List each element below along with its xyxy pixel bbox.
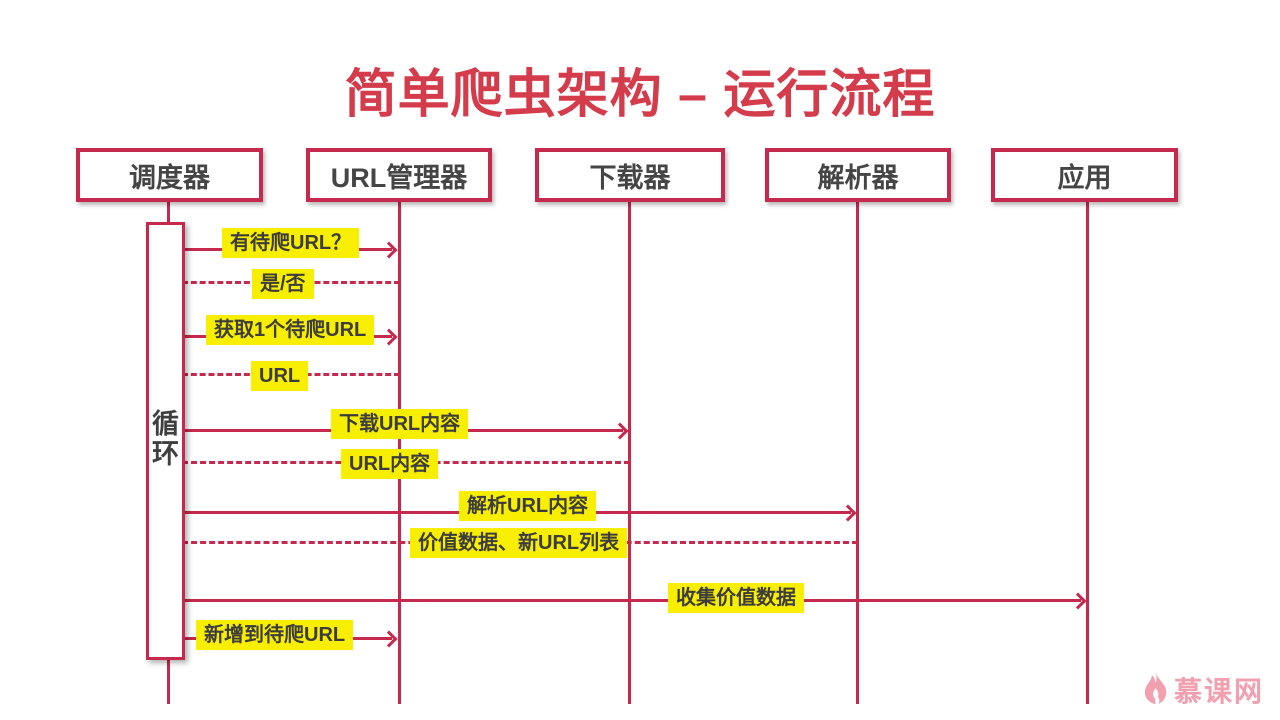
imooc-logo: 慕课网 bbox=[1142, 670, 1264, 710]
lifeline-downloader bbox=[628, 202, 631, 704]
logo-text: 慕课网 bbox=[1173, 676, 1264, 707]
arrowhead-icon-7 bbox=[839, 504, 857, 522]
actor-downloader-label: 下载器 bbox=[589, 162, 671, 193]
arrowhead-icon-3 bbox=[380, 328, 398, 346]
actor-downloader: 下载器 bbox=[535, 148, 725, 202]
actor-parser-label: 解析器 bbox=[817, 162, 899, 193]
activation-bar-loop: 循环 bbox=[146, 222, 185, 660]
message-label-8: 价值数据、新URL列表 bbox=[410, 528, 628, 558]
page-title: 简单爬虫架构 – 运行流程 bbox=[344, 66, 936, 124]
loop-label: 循环 bbox=[152, 409, 179, 470]
arrowhead-icon-9 bbox=[1069, 592, 1087, 610]
actor-scheduler: 调度器 bbox=[76, 148, 263, 202]
actor-url-manager: URL管理器 bbox=[306, 148, 492, 202]
arrowhead-icon-10 bbox=[380, 630, 398, 648]
actor-app: 应用 bbox=[991, 148, 1178, 202]
lifeline-app bbox=[1086, 202, 1089, 704]
message-label-10: 新增到待爬URL bbox=[196, 620, 354, 650]
message-label-9: 收集价值数据 bbox=[668, 583, 804, 613]
message-label-1: 有待爬URL？ bbox=[222, 228, 360, 258]
message-label-4: URL bbox=[251, 361, 309, 391]
message-label-7: 解析URL内容 bbox=[459, 491, 597, 521]
message-label-5: 下载URL内容 bbox=[331, 409, 469, 439]
lifeline-parser bbox=[856, 202, 859, 704]
message-label-2: 是/否 bbox=[252, 269, 314, 299]
actor-url-manager-label: URL管理器 bbox=[330, 162, 468, 193]
actor-parser: 解析器 bbox=[765, 148, 951, 202]
message-line-9 bbox=[182, 599, 1081, 602]
arrowhead-icon-1 bbox=[380, 241, 398, 259]
flame-icon bbox=[1144, 672, 1167, 705]
message-label-3: 获取1个待爬URL bbox=[206, 315, 375, 345]
actor-scheduler-label: 调度器 bbox=[129, 162, 210, 193]
arrowhead-icon-5 bbox=[611, 422, 629, 440]
message-label-6: URL内容 bbox=[341, 449, 439, 479]
actor-app-label: 应用 bbox=[1057, 162, 1112, 193]
